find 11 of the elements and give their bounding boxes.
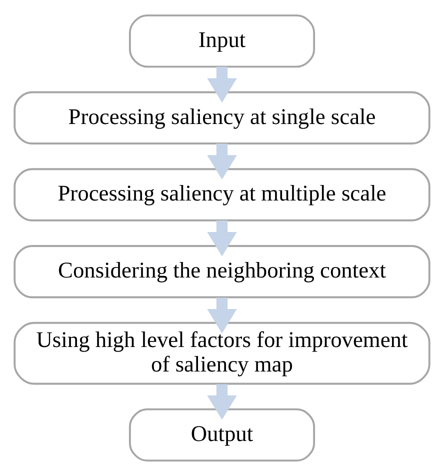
node-box: Processing saliency at multiple scale <box>14 168 430 221</box>
node-box: Processing saliency at single scale <box>14 90 430 144</box>
arrow <box>207 297 237 333</box>
node-box: Using high level factors for improvement of saliency map <box>14 321 430 384</box>
node-box: Considering the neighboring context <box>14 244 430 298</box>
arrow <box>207 220 237 256</box>
arrow <box>207 66 237 102</box>
node-box: Input <box>128 14 316 68</box>
arrow <box>207 143 237 179</box>
arrow <box>207 384 237 420</box>
node-box: Output <box>128 408 316 462</box>
